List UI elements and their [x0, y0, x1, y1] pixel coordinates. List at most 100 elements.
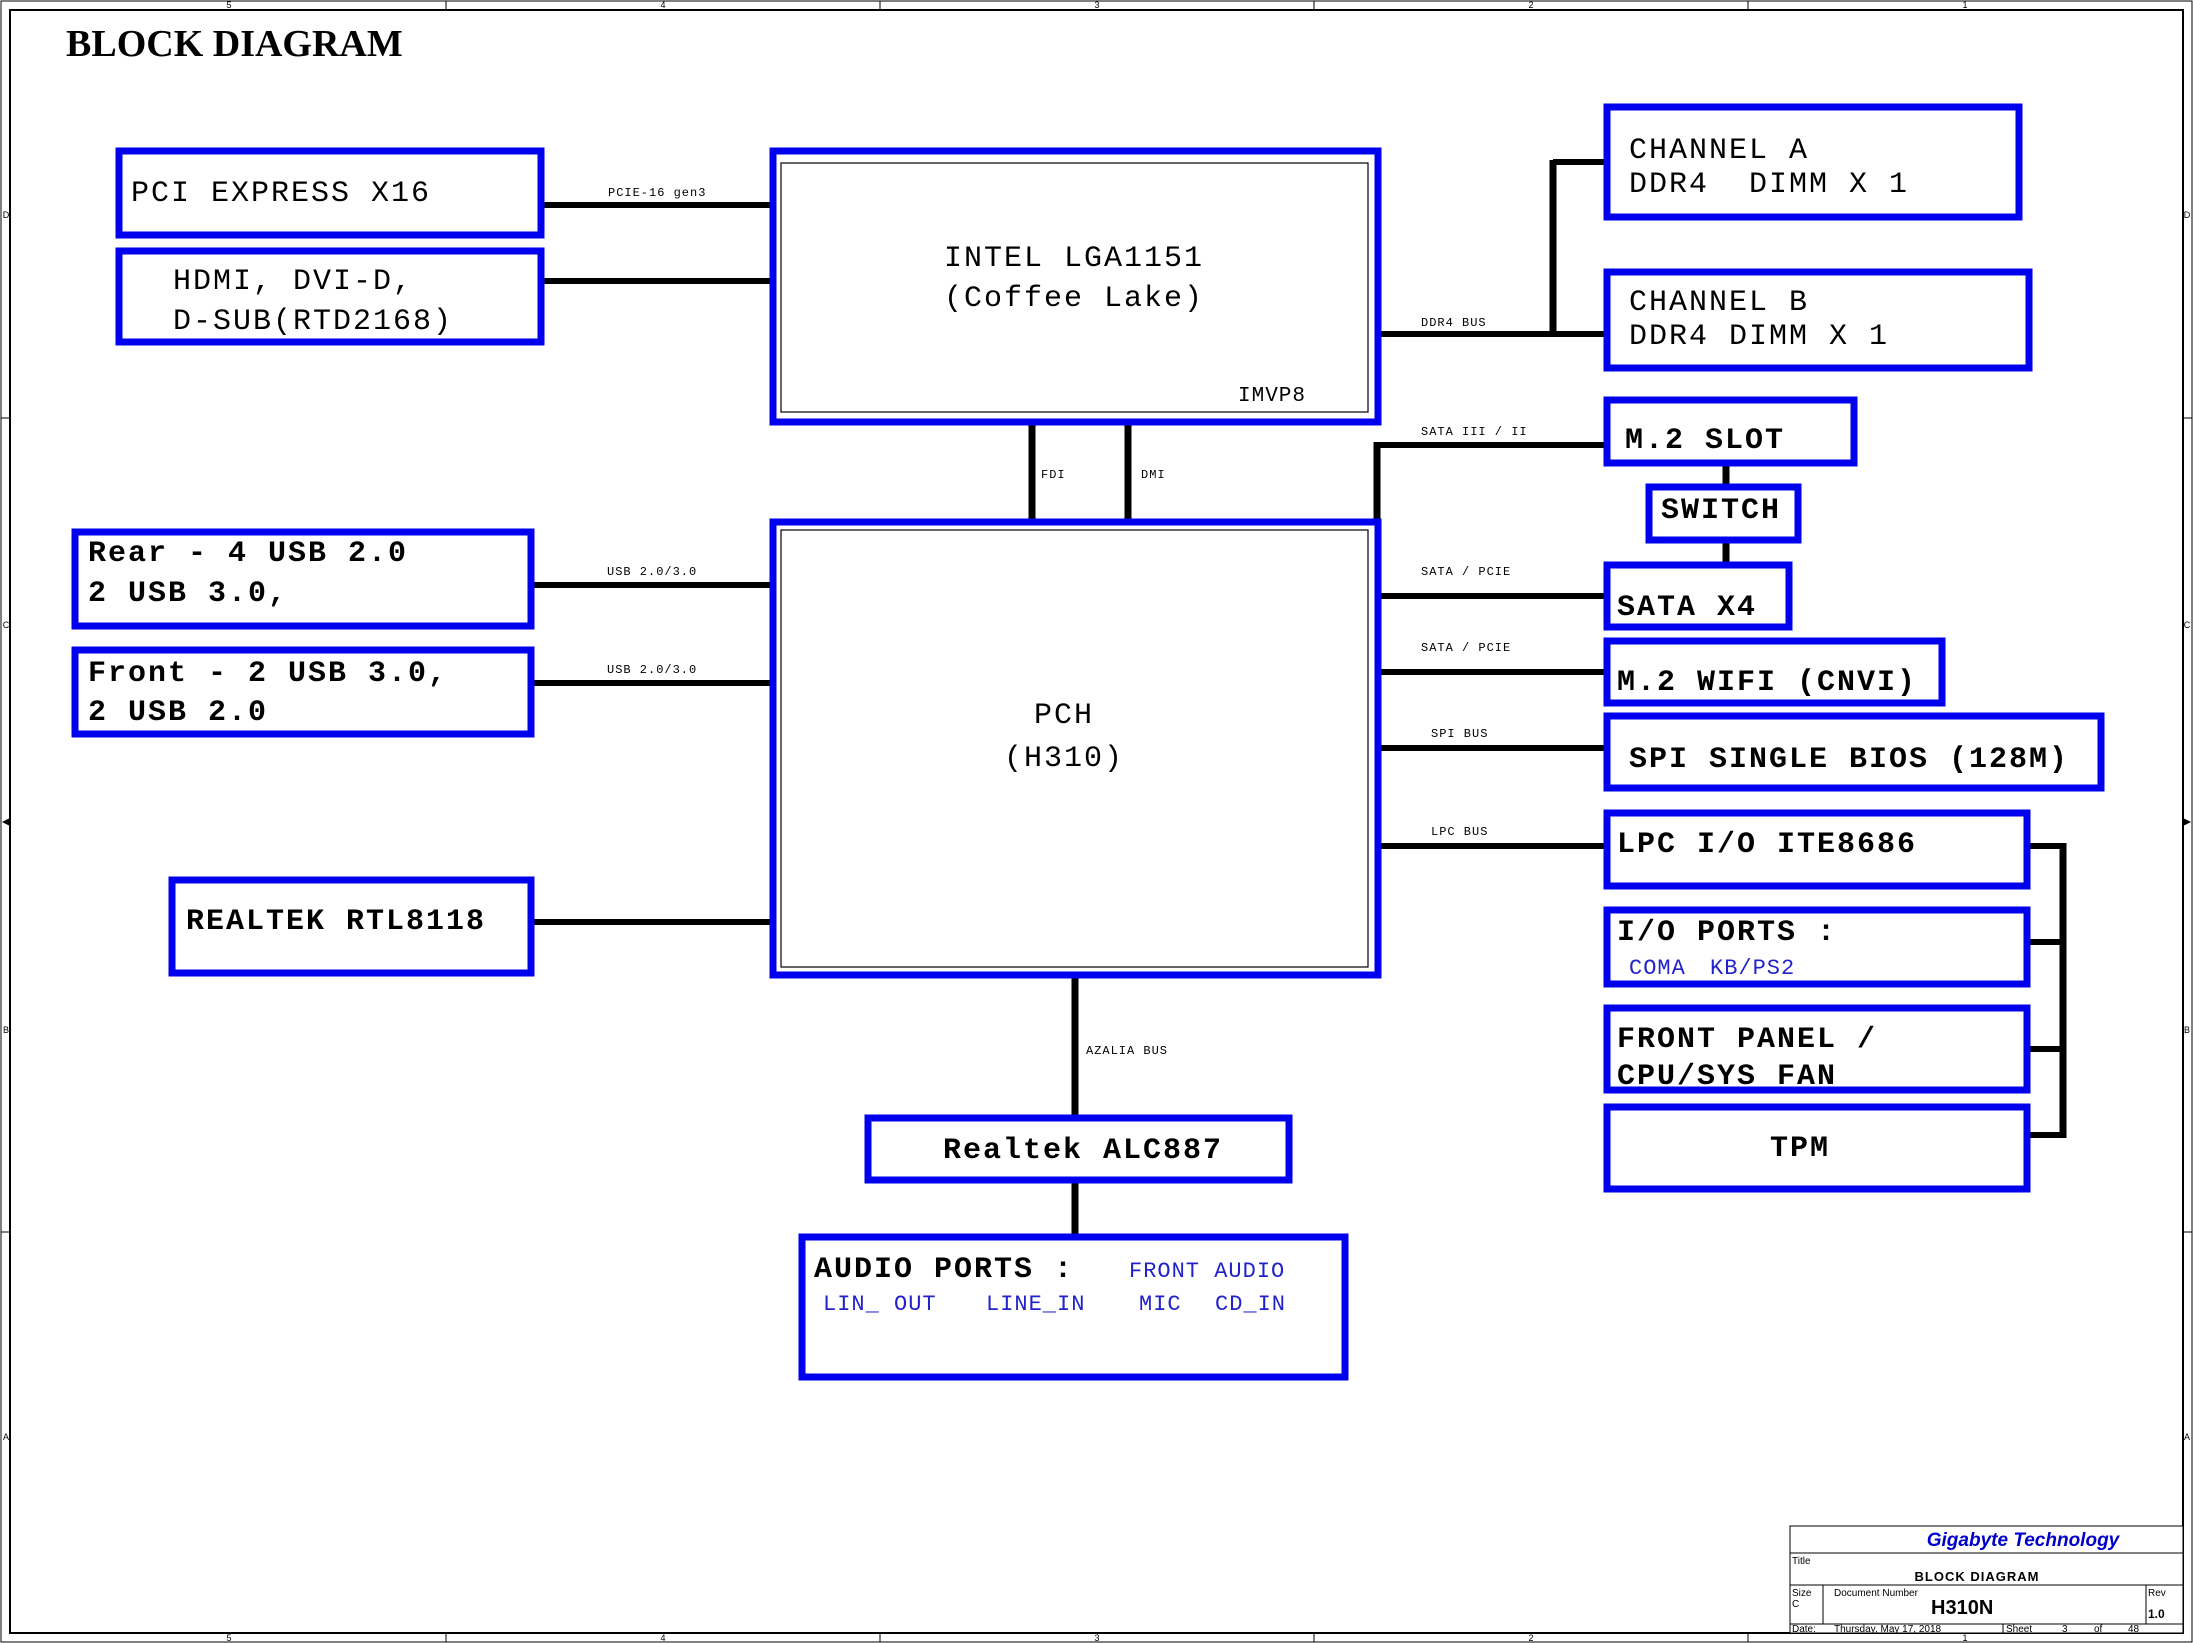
zone-col-4-top: 4 — [660, 0, 665, 10]
bus-label-lpc: LPC BUS — [1431, 825, 1488, 839]
display-label-line2: D-SUB(RTD2168) — [173, 305, 453, 339]
document-number-label: Document Number — [1834, 1588, 1919, 1599]
audio-ports-block-border — [798, 1233, 1349, 1381]
m2-wifi-block[interactable]: M.2 WIFI (CNVI) — [1603, 637, 1946, 707]
audio-codec-block-border — [864, 1114, 1293, 1184]
sata-x4-block-border — [1603, 561, 1793, 631]
pch-block-border — [769, 518, 1382, 979]
switch-label: SWITCH — [1661, 494, 1781, 528]
size-label: Size — [1792, 1588, 1812, 1599]
audio-port-mic: MIC — [1139, 1292, 1182, 1317]
zone-row-d-left: D — [3, 210, 10, 220]
zone-col-2-top: 2 — [1528, 0, 1533, 10]
bus-label-pcie: PCIE-16 gen3 — [608, 186, 706, 200]
bus-label-sata-m2: SATA III / II — [1421, 425, 1528, 439]
zone-col-1-bottom: 1 — [1962, 1633, 1967, 1643]
zone-row-d-right: D — [2184, 210, 2191, 220]
bus-label-sata-pcie-2: SATA / PCIE — [1421, 641, 1511, 655]
io-ports-block[interactable]: I/O PORTS : COMA KB/PS2 — [1603, 906, 2031, 988]
display-block[interactable]: HDMI, DVI-D, D-SUB(RTD2168) — [115, 247, 545, 346]
title-label: Title — [1792, 1556, 1811, 1567]
channel-a-label-line1: CHANNEL A — [1629, 134, 1809, 168]
pch-block[interactable]: PCH (H310) — [769, 518, 1382, 979]
lan-block-border — [168, 876, 535, 977]
pch-model: (H310) — [1004, 742, 1124, 776]
sheet-title: BLOCK DIAGRAM — [1915, 1569, 2040, 1584]
lan-label: REALTEK RTL8118 — [186, 905, 486, 939]
lpc-io-label: LPC I/O ITE8686 — [1617, 828, 1917, 862]
cpu-block-inner-border — [780, 162, 1369, 413]
audio-codec-label: Realtek ALC887 — [943, 1134, 1223, 1168]
sata-x4-block[interactable]: SATA X4 — [1603, 561, 1793, 631]
center-mark-right — [2183, 818, 2191, 826]
size-value: C — [1792, 1599, 1799, 1610]
zone-col-1-top: 1 — [1962, 0, 1967, 10]
front-panel-label-line2: CPU/SYS FAN — [1617, 1060, 1837, 1094]
zone-col-3-bottom: 3 — [1094, 1633, 1099, 1643]
bus-label-dmi: DMI — [1141, 468, 1166, 482]
sheet-number: 3 — [2062, 1624, 2068, 1635]
m2-wifi-label: M.2 WIFI (CNVI) — [1617, 666, 1917, 700]
usb-front-block[interactable]: Front - 2 USB 3.0, 2 USB 2.0 — [71, 646, 535, 738]
audio-port-cd-in: CD_IN — [1215, 1292, 1286, 1317]
usb-rear-block-border — [71, 528, 535, 630]
lpc-io-block[interactable]: LPC I/O ITE8686 — [1603, 809, 2031, 890]
channel-a-label-line2: DDR4 DIMM X 1 — [1629, 168, 1909, 202]
front-panel-block[interactable]: FRONT PANEL / CPU/SYS FAN — [1603, 1004, 2031, 1094]
zone-row-b-right: B — [2184, 1025, 2190, 1035]
rev-label: Rev — [2148, 1588, 2166, 1599]
usb-front-block-border — [71, 646, 535, 738]
channel-b-block-border — [1603, 268, 2033, 372]
audio-ports-label: AUDIO PORTS : — [814, 1253, 1074, 1287]
tpm-block[interactable]: TPM — [1603, 1103, 2031, 1193]
pcie-x16-label: PCI EXPRESS X16 — [131, 177, 431, 211]
center-mark-left — [2, 818, 10, 826]
cpu-codename: (Coffee Lake) — [944, 282, 1204, 316]
audio-ports-block[interactable]: AUDIO PORTS : FRONT AUDIO LIN_ OUT LINE_… — [798, 1233, 1349, 1381]
cpu-name: INTEL LGA1151 — [944, 242, 1204, 276]
display-label-line1: HDMI, DVI-D, — [173, 265, 413, 299]
bus-label-usb-front: USB 2.0/3.0 — [607, 663, 697, 677]
sheet-label: Sheet — [2006, 1624, 2032, 1635]
zone-row-c-right: C — [2184, 620, 2191, 630]
page-title: BLOCK DIAGRAM — [66, 23, 403, 65]
usb-rear-block[interactable]: Rear - 4 USB 2.0 2 USB 3.0, — [71, 528, 535, 630]
bus-label-azalia: AZALIA BUS — [1086, 1044, 1168, 1058]
title-block-frame — [1789, 1525, 2184, 1634]
bios-label: SPI SINGLE BIOS (128M) — [1629, 743, 2069, 777]
rev-value: 1.0 — [2148, 1607, 2165, 1621]
title-block: Gigabyte Technology Title BLOCK DIAGRAM … — [1789, 1525, 2184, 1635]
pcie-x16-block[interactable]: PCI EXPRESS X16 — [115, 147, 545, 239]
zone-col-3-top: 3 — [1094, 0, 1099, 10]
m2-slot-block[interactable]: M.2 SLOT — [1603, 396, 1858, 467]
channel-b-block[interactable]: CHANNEL B DDR4 DIMM X 1 — [1603, 268, 2033, 372]
lan-block[interactable]: REALTEK RTL8118 — [168, 876, 535, 977]
bus-label-ddr4: DDR4 BUS — [1421, 316, 1487, 330]
bus-label-spi: SPI BUS — [1431, 727, 1488, 741]
zone-col-2-bottom: 2 — [1528, 1633, 1533, 1643]
audio-codec-block[interactable]: Realtek ALC887 — [864, 1114, 1293, 1184]
cpu-block[interactable]: INTEL LGA1151 (Coffee Lake) IMVP8 — [769, 147, 1382, 426]
cpu-block-border — [769, 147, 1382, 426]
channel-a-block[interactable]: CHANNEL A DDR4 DIMM X 1 — [1603, 103, 2023, 221]
of-label: of — [2094, 1624, 2103, 1635]
io-ports-label: I/O PORTS : — [1617, 916, 1837, 950]
io-port-kb-ps2: KB/PS2 — [1710, 956, 1795, 981]
switch-block[interactable]: SWITCH — [1645, 483, 1802, 544]
pcie-x16-block-border — [115, 147, 545, 239]
zone-col-4-bottom: 4 — [660, 1633, 665, 1643]
m2-wifi-block-border — [1603, 637, 1946, 707]
audio-port-front-audio: FRONT AUDIO — [1129, 1259, 1285, 1284]
io-ports-block-border — [1603, 906, 2031, 988]
sheet-total: 48 — [2128, 1624, 2140, 1635]
company-name: Gigabyte Technology — [1927, 1530, 2121, 1551]
usb-front-label-line1: Front - 2 USB 3.0, — [88, 657, 448, 691]
front-panel-label-line1: FRONT PANEL / — [1617, 1023, 1877, 1057]
usb-rear-label-line2: 2 USB 3.0, — [88, 577, 288, 611]
channel-a-block-border — [1603, 103, 2023, 221]
front-panel-block-border — [1603, 1004, 2031, 1094]
bios-block[interactable]: SPI SINGLE BIOS (128M) — [1603, 712, 2105, 792]
